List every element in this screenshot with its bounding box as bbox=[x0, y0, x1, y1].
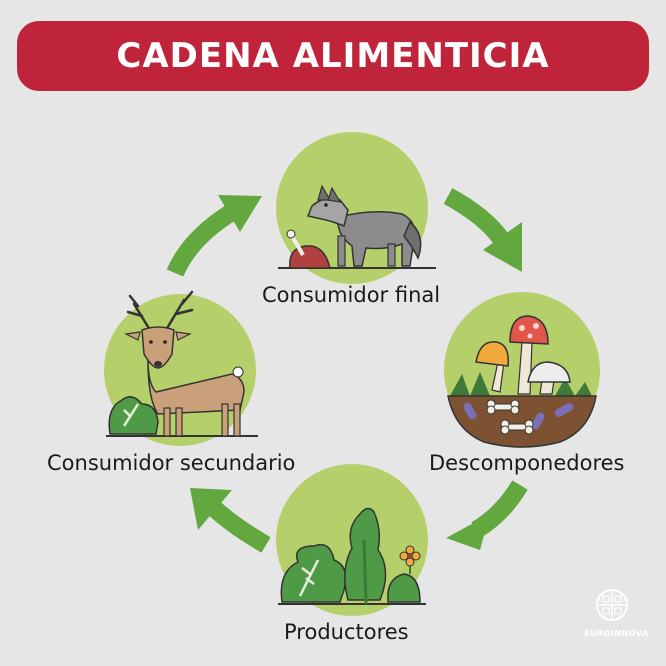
node-label-left: Consumidor secundario bbox=[47, 451, 296, 475]
plants-icon bbox=[278, 507, 426, 605]
deer-icon bbox=[106, 290, 258, 437]
page-title: CADENA ALIMENTICIA bbox=[116, 36, 550, 76]
arrow-bottom-to-left bbox=[190, 488, 271, 553]
node-label-right: Descomponedores bbox=[429, 451, 625, 475]
arrow-left-to-top bbox=[166, 195, 262, 277]
wolf-icon bbox=[278, 184, 436, 269]
mushrooms-icon bbox=[447, 315, 597, 448]
node-label-bottom: Productores bbox=[284, 620, 409, 644]
euroinnova-logo-icon bbox=[596, 589, 628, 621]
node-label-top: Consumidor final bbox=[262, 283, 441, 307]
brand-logo: EUROINNOVA bbox=[584, 588, 649, 638]
brand-name: EUROINNOVA bbox=[584, 629, 649, 638]
arrow-right-to-bottom bbox=[446, 480, 528, 550]
title-banner: CADENA ALIMENTICIA bbox=[17, 21, 649, 91]
arrow-top-to-right bbox=[443, 188, 522, 272]
